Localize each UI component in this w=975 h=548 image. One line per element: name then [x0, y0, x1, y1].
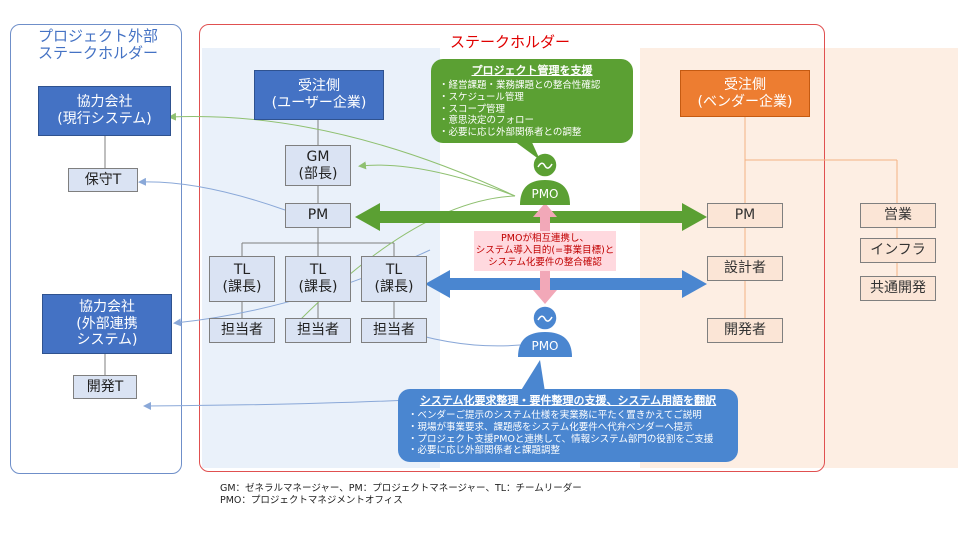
user-company-header: 受注側 (ユーザー企業) — [254, 70, 384, 120]
pmo-bottom-item-2: 現場が事業要求、課題感をシステム化要件へ代弁ベンダーへ提示 — [408, 422, 728, 434]
external-stakeholder-frame — [10, 24, 182, 474]
user-staff-3: 担当者 — [361, 318, 427, 343]
external-stakeholder-title: プロジェクト外部 ステークホルダー — [37, 27, 158, 63]
pmo-top-callout-title: プロジェクト管理を支援 — [471, 64, 593, 77]
vendor-sales: 営業 — [860, 203, 936, 228]
vendor-pm: PM — [707, 203, 783, 228]
legend-line-1: GM：ゼネラルマネージャー、PM：プロジェクトマネージャー、TL：チームリーダー — [220, 483, 582, 494]
vendor-developer: 開発者 — [707, 318, 783, 343]
pmo-coordination-note: PMOが相互連携し、 システム導入目的(=事業目標)と システム化要件の整合確認 — [474, 231, 616, 271]
vendor-company-header: 受注側 (ベンダー企業) — [680, 70, 810, 117]
maintenance-team: 保守T — [68, 168, 138, 192]
stakeholder-title: ステークホルダー — [449, 33, 570, 51]
stakeholder-frame — [199, 24, 825, 472]
user-pm: PM — [285, 203, 351, 228]
pmo-bottom-callout: システム化要求整理・要件整理の支援、システム用語を翻訳 ベンダーご提示のシステム… — [398, 389, 738, 462]
pmo-top-callout-list: 経営課題・業務課題との整合性確認 スケジュール管理 スコープ管理 意思決定のフォ… — [439, 80, 625, 139]
partner-current-system: 協力会社 (現行システム) — [38, 86, 171, 136]
pmo-bottom-item-1: ベンダーご提示のシステム仕様を実業務に平たく置きかえてご説明 — [408, 410, 728, 422]
pmo-top-item-1: 経営課題・業務課題との整合性確認 — [439, 80, 625, 92]
pmo-top-item-4: 意思決定のフォロー — [439, 115, 625, 127]
user-tl-2: TL (課長) — [285, 256, 351, 302]
vendor-common-dev: 共通開発 — [860, 276, 936, 301]
user-staff-2: 担当者 — [285, 318, 351, 343]
blue-double-arrow — [425, 270, 707, 298]
vendor-designer: 設計者 — [707, 256, 783, 281]
dev-team: 開発T — [73, 375, 137, 399]
vendor-infra: インフラ — [860, 238, 936, 263]
user-tl-1: TL (課長) — [209, 256, 275, 302]
legend-line-2: PMO：プロジェクトマネジメントオフィス — [220, 495, 403, 507]
pmo-bottom-callout-title: システム化要求整理・要件整理の支援、システム用語を翻訳 — [419, 394, 717, 407]
pmo-bottom-item-3: プロジェクト支援PMOと連携して、情報システム部門の役割をご支援 — [408, 434, 728, 446]
pmo-top-callout: プロジェクト管理を支援 経営課題・業務課題との整合性確認 スケジュール管理 スコ… — [431, 59, 633, 143]
pmo-top-item-5: 必要に応じ外部関係者との調整 — [439, 127, 625, 139]
pmo-top-item-2: スケジュール管理 — [439, 92, 625, 104]
user-gm: GM (部長) — [285, 145, 351, 186]
user-tl-3: TL (課長) — [361, 256, 427, 302]
pmo-bottom-callout-list: ベンダーご提示のシステム仕様を実業務に平たく置きかえてご説明 現場が事業要求、課… — [408, 410, 728, 458]
green-double-arrow — [355, 203, 707, 231]
partner-external-system: 協力会社 (外部連携 システム) — [42, 294, 172, 354]
pmo-bottom-item-4: 必要に応じ外部関係者と課題調整 — [408, 445, 728, 457]
pmo-top-item-3: スコープ管理 — [439, 104, 625, 116]
pmo-top-label: PMO — [531, 187, 559, 201]
user-staff-1: 担当者 — [209, 318, 275, 343]
legend: GM：ゼネラルマネージャー、PM：プロジェクトマネージャー、TL：チームリーダー… — [220, 483, 640, 508]
pmo-bottom-label: PMO — [531, 339, 559, 353]
